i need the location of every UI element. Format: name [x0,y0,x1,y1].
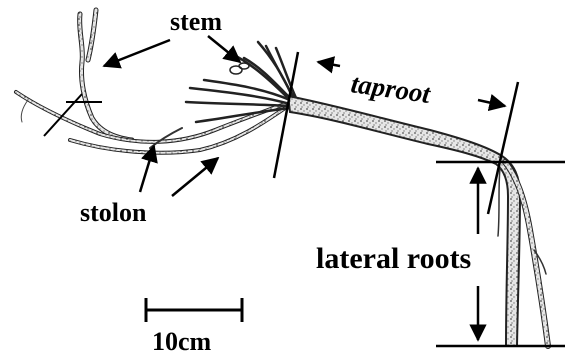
stolon-arrow-right [172,158,218,196]
text-labels: stem taproot stolon lateral roots 10cm [80,7,471,354]
label-lateral-roots: lateral roots [316,242,471,275]
plant-illustration [16,10,548,346]
label-taproot: taproot [349,68,433,109]
stem-cut-mark-diagonal [44,94,82,136]
crown-stems [186,42,296,122]
taproot-body [288,96,520,346]
label-stem: stem [170,7,222,36]
stem-arrow-right [208,36,240,62]
taproot-arrow-left [318,62,340,66]
label-scale: 10cm [152,327,212,354]
annotation-lines [44,36,565,346]
scale-bar [146,298,242,322]
stem-arrow-left [104,40,170,66]
stem-shoot [80,10,132,140]
label-stolon: stolon [80,198,147,227]
taproot-arrow-right [478,100,505,106]
